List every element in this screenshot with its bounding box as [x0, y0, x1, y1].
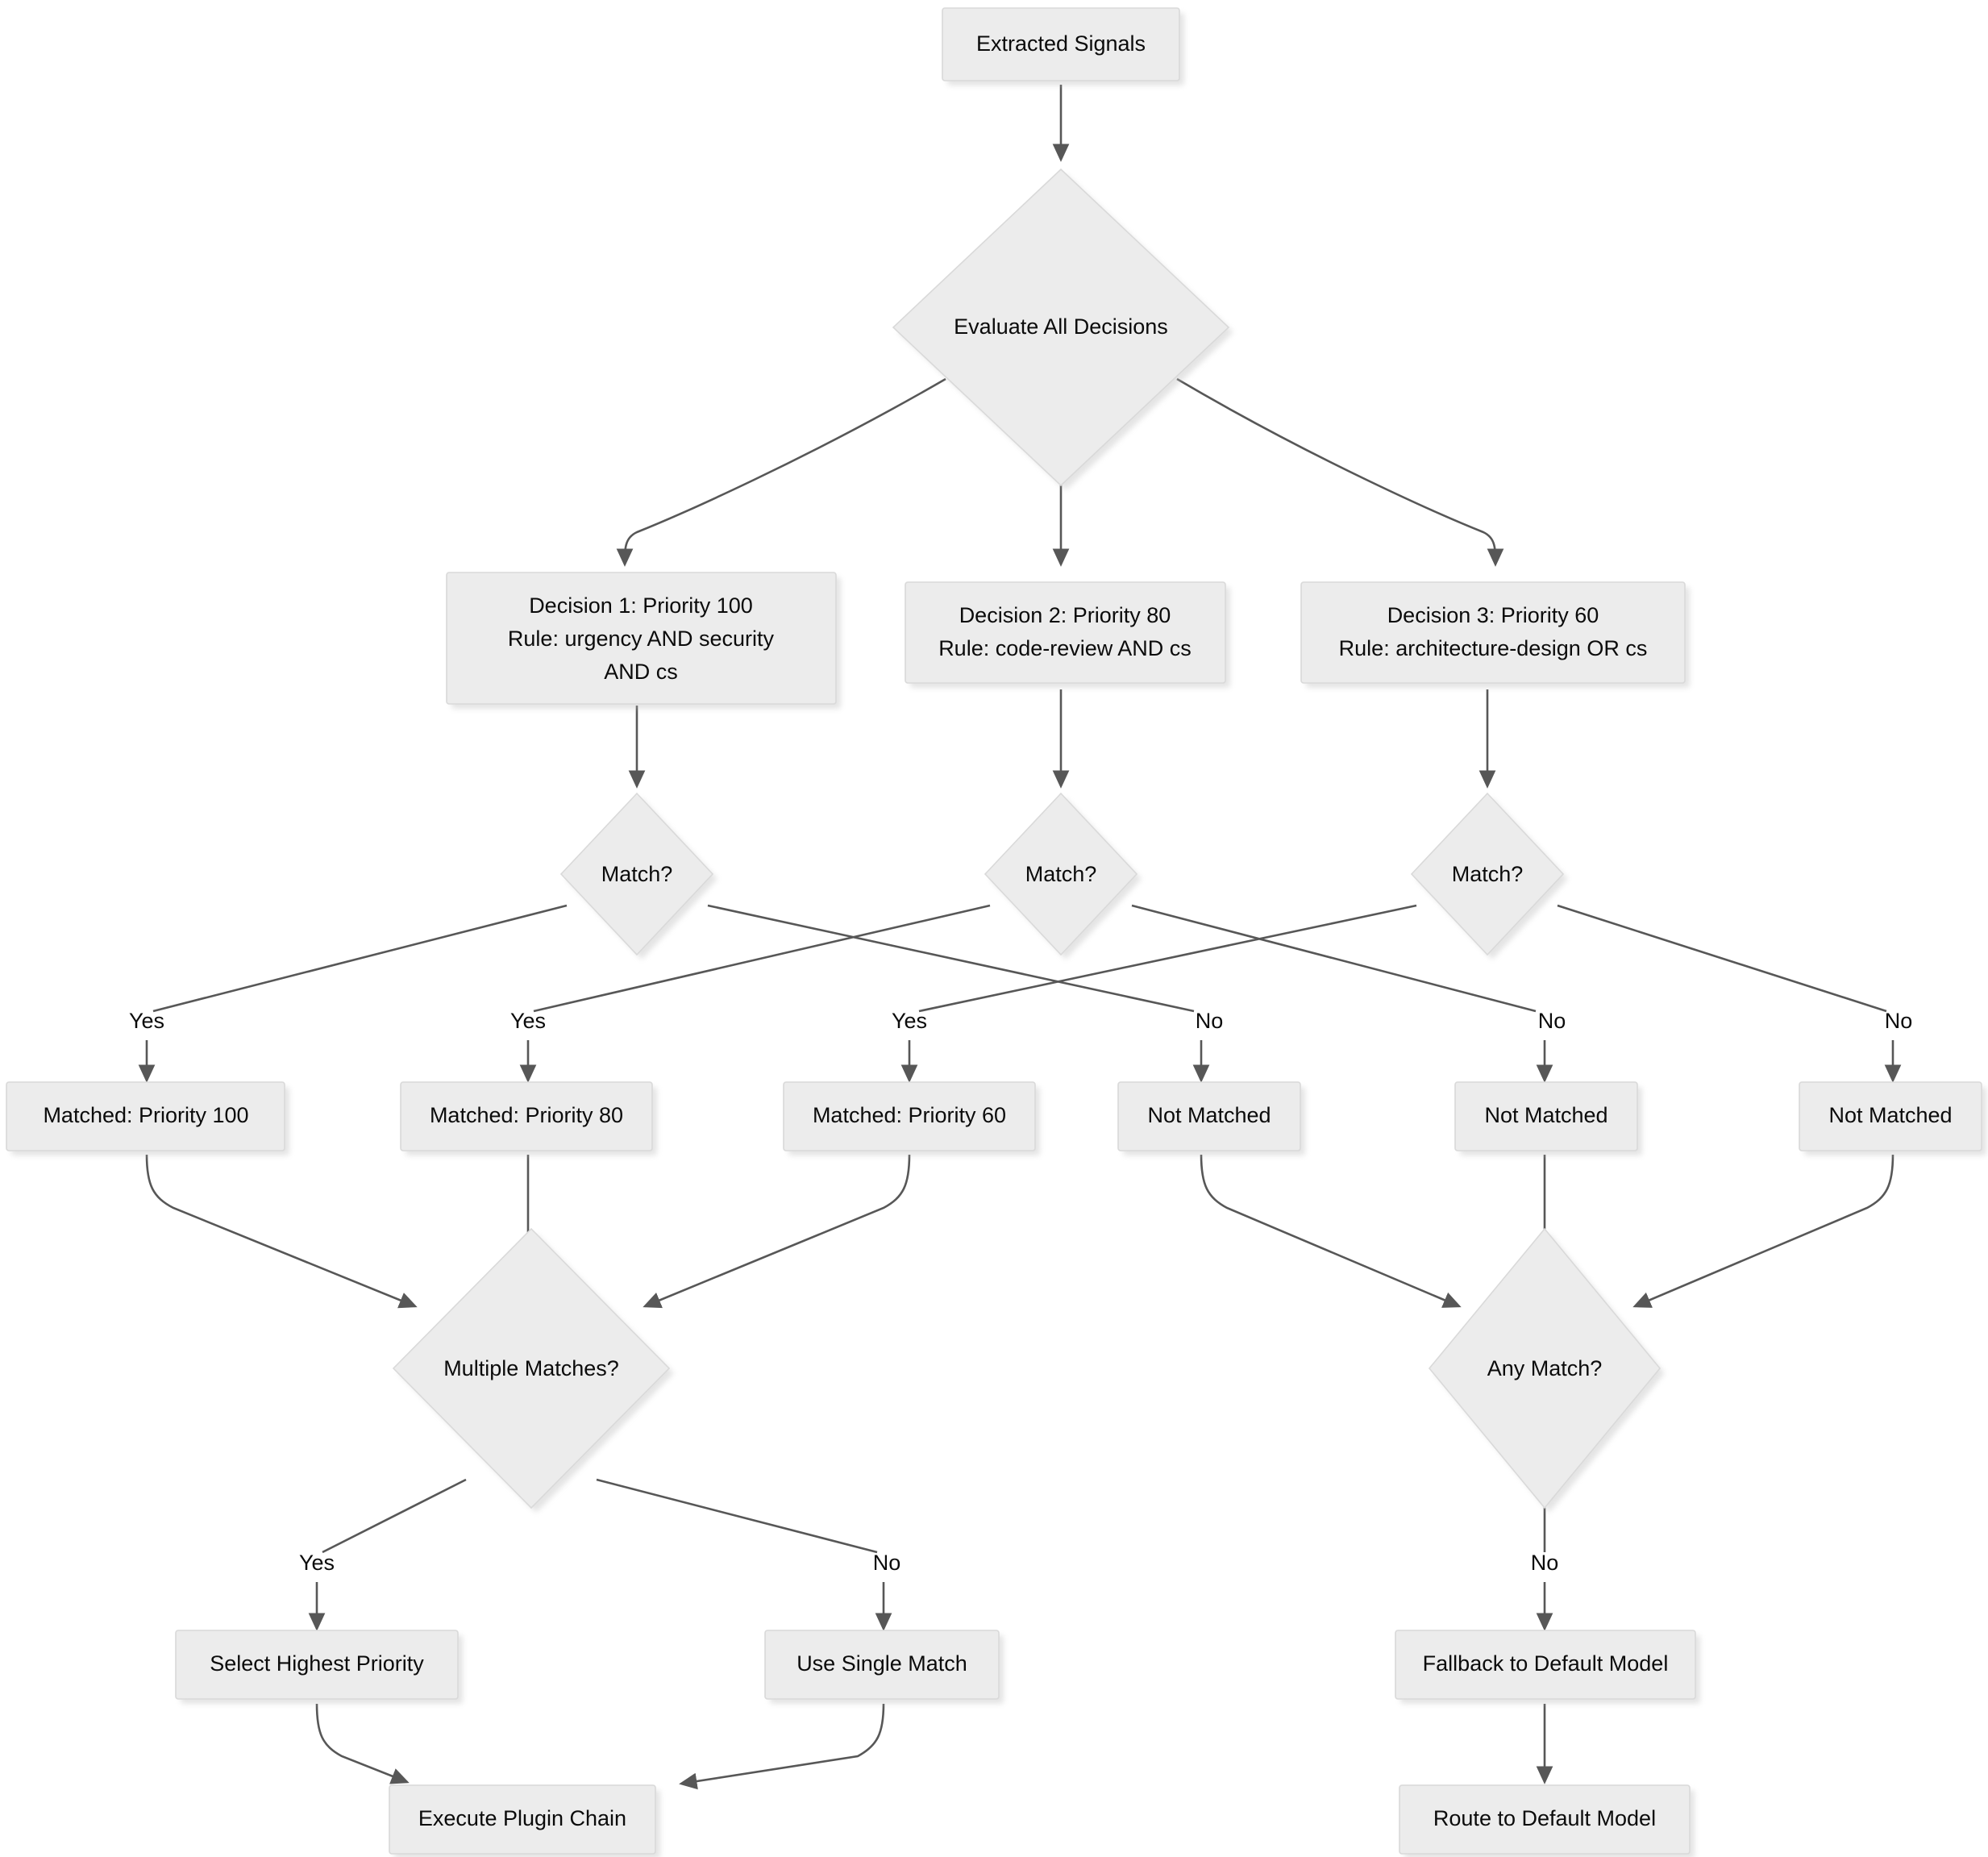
nodes-layer: Extracted Signals Evaluate All Decisions…	[6, 7, 1986, 1857]
node-decision-2-line-2: Rule: code-review AND cs	[938, 636, 1192, 660]
node-match-3[interactable]: Match?	[1410, 792, 1568, 960]
node-match-2[interactable]: Match?	[984, 792, 1142, 960]
edge-multiple-no	[596, 1478, 878, 1554]
node-matched-priority-100[interactable]: Matched: Priority 100	[6, 1081, 289, 1155]
node-not-matched-3[interactable]: Not Matched	[1799, 1081, 1986, 1155]
node-matched-priority-60-label: Matched: Priority 60	[813, 1103, 1006, 1127]
node-execute-plugin-chain[interactable]: Execute Plugin Chain	[389, 1784, 660, 1857]
node-matched-priority-80-label: Matched: Priority 80	[430, 1103, 623, 1127]
node-decision-3[interactable]: Decision 3: Priority 60 Rule: architectu…	[1300, 581, 1690, 688]
node-fallback-to-default-model[interactable]: Fallback to Default Model	[1395, 1630, 1700, 1704]
node-any-match-label: Any Match?	[1487, 1356, 1603, 1380]
node-not-matched-3-label: Not Matched	[1828, 1103, 1952, 1127]
edge-label-yes-1: Yes	[129, 1009, 164, 1033]
node-matched-priority-80[interactable]: Matched: Priority 80	[400, 1081, 657, 1155]
edge-label-no-3: No	[1885, 1009, 1913, 1033]
node-fallback-to-default-model-label: Fallback to Default Model	[1423, 1651, 1669, 1676]
node-select-highest-priority[interactable]: Select Highest Priority	[175, 1630, 463, 1704]
node-use-single-match[interactable]: Use Single Match	[764, 1630, 1004, 1704]
node-use-single-match-label: Use Single Match	[796, 1651, 967, 1676]
edge-label-yes-3: Yes	[892, 1009, 927, 1033]
edge-notmatched3-to-anymatch	[1632, 1154, 1894, 1308]
edge-evaluate-to-decision1	[616, 377, 946, 567]
node-decision-1-line-2: Rule: urgency AND security	[508, 627, 775, 651]
edge-labels-layer: Yes Yes Yes No No No Yes No No	[129, 1009, 1912, 1575]
node-extracted-signals[interactable]: Extracted Signals	[942, 7, 1184, 85]
node-decision-1-line-3: AND cs	[604, 660, 678, 684]
edge-label-no-1: No	[1196, 1009, 1224, 1033]
edges-layer	[138, 85, 1902, 1790]
edge-label-yes-2: Yes	[510, 1009, 546, 1033]
node-decision-2[interactable]: Decision 2: Priority 80 Rule: code-revie…	[905, 581, 1230, 688]
node-extracted-signals-label: Extracted Signals	[976, 31, 1146, 56]
node-route-to-default-model-label: Route to Default Model	[1433, 1806, 1656, 1830]
node-match-2-label: Match?	[1025, 862, 1097, 886]
node-not-matched-2-label: Not Matched	[1484, 1103, 1607, 1127]
node-not-matched-2[interactable]: Not Matched	[1454, 1081, 1642, 1155]
node-decision-3-line-2: Rule: architecture-design OR cs	[1339, 636, 1648, 660]
node-match-1[interactable]: Match?	[559, 792, 717, 960]
node-evaluate-all-decisions-label: Evaluate All Decisions	[954, 314, 1168, 339]
edge-label-anymatch-no: No	[1531, 1551, 1559, 1575]
node-decision-3-line-1: Decision 3: Priority 60	[1387, 603, 1599, 627]
edge-notmatched1-to-anymatch	[1200, 1154, 1462, 1308]
edge-match1-yes	[152, 904, 568, 1013]
node-execute-plugin-chain-label: Execute Plugin Chain	[418, 1806, 626, 1830]
edge-match1-no	[707, 904, 1195, 1013]
edge-matched60-to-multiple	[643, 1154, 911, 1309]
edge-match3-yes	[918, 904, 1417, 1013]
node-decision-2-line-1: Decision 2: Priority 80	[959, 603, 1171, 627]
node-not-matched-1-label: Not Matched	[1147, 1103, 1271, 1127]
node-multiple-matches-label: Multiple Matches?	[443, 1356, 619, 1380]
edge-match2-no	[1131, 904, 1537, 1013]
node-select-highest-priority-label: Select Highest Priority	[210, 1651, 424, 1676]
edge-label-multiple-no: No	[873, 1551, 901, 1575]
edge-select-to-execute	[315, 1703, 410, 1784]
edge-usesingle-to-execute	[679, 1703, 885, 1790]
node-decision-1-line-1: Decision 1: Priority 100	[529, 593, 753, 618]
edge-match3-no	[1557, 904, 1887, 1013]
edge-label-multiple-yes: Yes	[299, 1551, 335, 1575]
node-decision-1[interactable]: Decision 1: Priority 100 Rule: urgency A…	[446, 572, 841, 709]
node-route-to-default-model[interactable]: Route to Default Model	[1399, 1784, 1695, 1857]
edge-matched100-to-multiple	[145, 1154, 418, 1309]
node-match-1-label: Match?	[601, 862, 673, 886]
node-any-match[interactable]: Any Match?	[1428, 1227, 1665, 1513]
node-match-3-label: Match?	[1452, 862, 1524, 886]
edge-label-no-2: No	[1538, 1009, 1566, 1033]
edge-multiple-yes	[322, 1478, 467, 1554]
node-matched-priority-100-label: Matched: Priority 100	[43, 1103, 248, 1127]
node-not-matched-1[interactable]: Not Matched	[1117, 1081, 1305, 1155]
edge-evaluate-to-decision3	[1176, 377, 1504, 567]
node-multiple-matches[interactable]: Multiple Matches?	[392, 1227, 674, 1513]
node-evaluate-all-decisions[interactable]: Evaluate All Decisions	[892, 168, 1233, 490]
edge-match2-yes	[533, 904, 991, 1013]
node-matched-priority-60[interactable]: Matched: Priority 60	[783, 1081, 1040, 1155]
